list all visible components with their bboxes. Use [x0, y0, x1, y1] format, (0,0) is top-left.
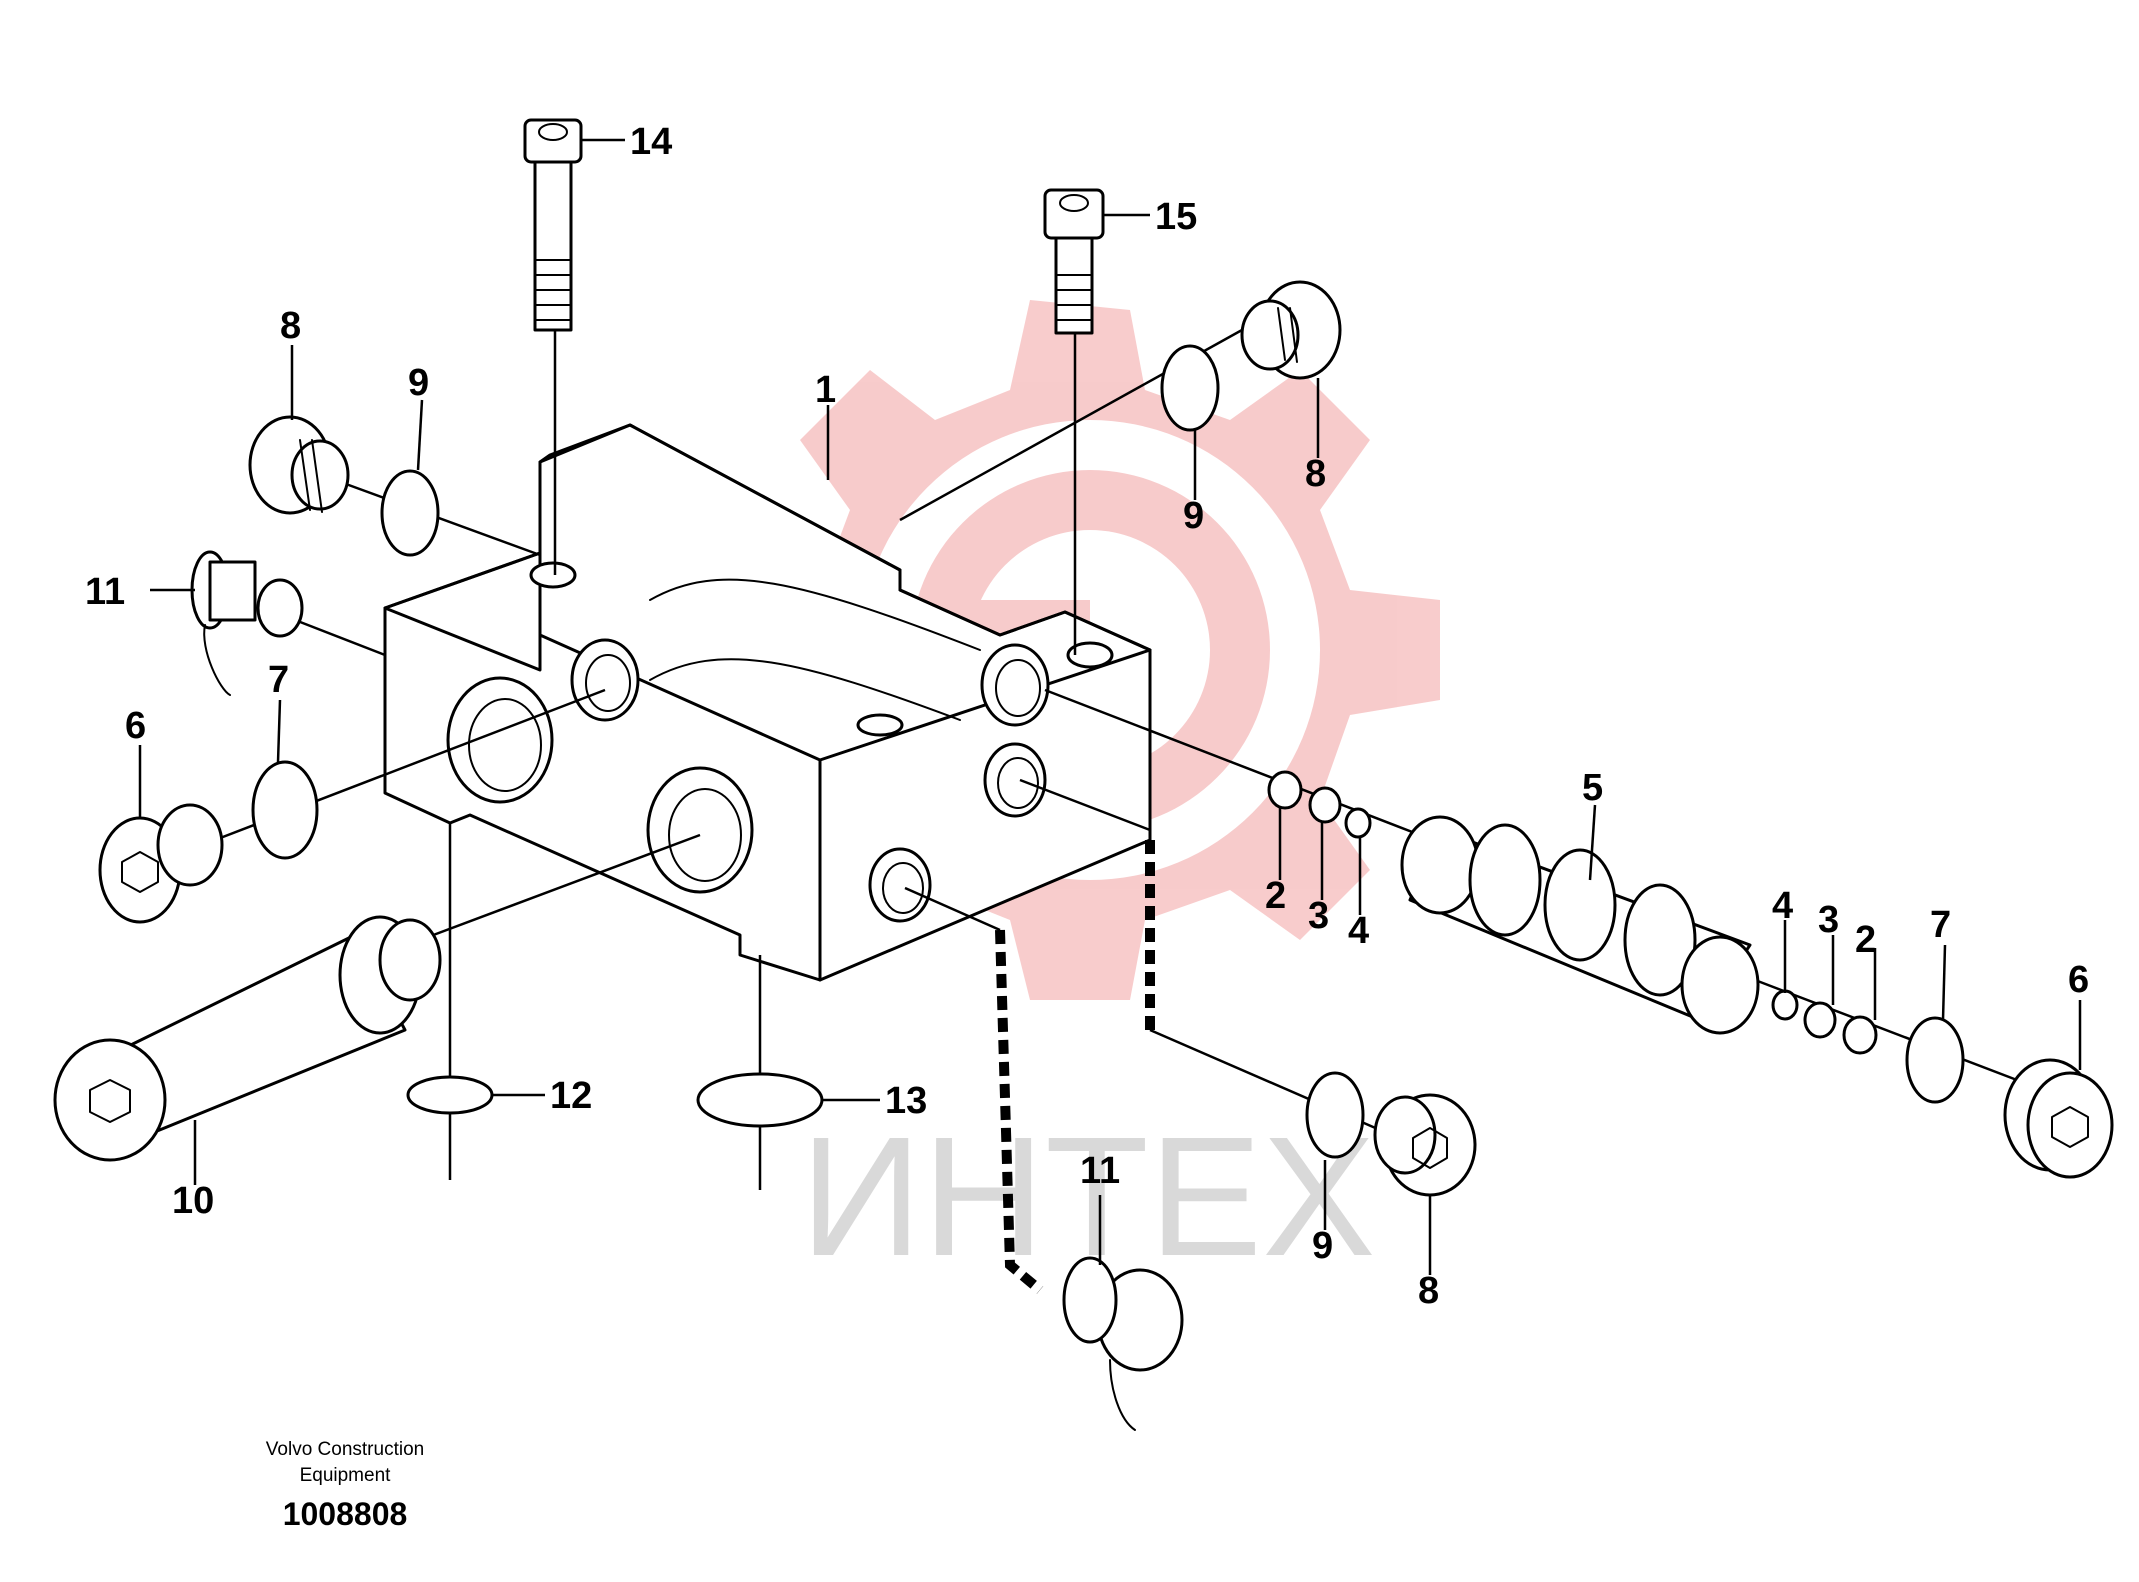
- test-connector-11-lower: [1062, 1256, 1184, 1431]
- small-parts-234-right: [1771, 989, 1878, 1055]
- callout-3-right: 3: [1818, 899, 1839, 941]
- o-ring-12: [406, 1075, 494, 1115]
- callout-6-left: 6: [125, 705, 146, 747]
- callout-4-left: 4: [1348, 910, 1369, 952]
- callout-12: 12: [550, 1075, 592, 1117]
- callout-11-lower: 11: [1080, 1150, 1120, 1192]
- callout-7-right: 7: [1930, 904, 1951, 946]
- o-ring-9-left: [380, 469, 440, 557]
- callout-8-right: 8: [1305, 453, 1326, 495]
- callout-labels: 1 2 2 3 3 4 4 5 6 6 7 7 8 8 8 9 9 9 10 1…: [85, 121, 2089, 1312]
- callout-leaders: [138, 138, 2082, 1275]
- plug-8-lower: [1373, 1093, 1477, 1197]
- plug-8-left: [248, 415, 350, 515]
- callout-9-right: 9: [1183, 495, 1204, 537]
- callout-14: 14: [630, 121, 672, 163]
- callout-8-lower: 8: [1418, 1270, 1439, 1312]
- callout-3-left: 3: [1308, 895, 1329, 937]
- bolt-15: [1043, 188, 1105, 335]
- drawing-number: 1008808: [283, 1496, 408, 1532]
- callout-5: 5: [1582, 767, 1603, 809]
- callout-4-right: 4: [1772, 885, 1793, 927]
- plug-6-right: [2003, 1058, 2114, 1179]
- callout-1: 1: [815, 369, 836, 411]
- footer: Volvo Construction Equipment 1008808: [266, 1439, 424, 1532]
- callout-2-left: 2: [1265, 875, 1286, 917]
- callout-7-left: 7: [268, 659, 289, 701]
- callout-8-left: 8: [280, 305, 301, 347]
- callout-9-left: 9: [408, 362, 429, 404]
- o-ring-7-left: [251, 760, 319, 860]
- callout-15: 15: [1155, 196, 1197, 238]
- test-connector-11-upper: [190, 550, 304, 696]
- callout-9-lower: 9: [1312, 1225, 1333, 1267]
- callout-10: 10: [172, 1180, 214, 1222]
- cartridge-10: [53, 915, 442, 1162]
- callout-13: 13: [885, 1080, 927, 1122]
- o-ring-13: [696, 1072, 824, 1128]
- o-ring-9-lower: [1305, 1071, 1365, 1159]
- callout-2-right: 2: [1855, 919, 1876, 961]
- company-name-line2: Equipment: [300, 1465, 392, 1486]
- valve-block: [383, 423, 1152, 982]
- callout-11-upper: 11: [85, 571, 125, 613]
- o-ring-9-right: [1160, 344, 1220, 432]
- plug-6-left: [98, 803, 224, 924]
- o-ring-7-right: [1905, 1016, 1965, 1104]
- spool-5: [1400, 815, 1760, 1035]
- bolt-14: [523, 118, 583, 332]
- callout-6-right: 6: [2068, 959, 2089, 1001]
- plug-8-right: [1240, 280, 1342, 380]
- small-parts-234-left: [1267, 770, 1372, 839]
- company-name-line1: Volvo Construction: [266, 1439, 424, 1460]
